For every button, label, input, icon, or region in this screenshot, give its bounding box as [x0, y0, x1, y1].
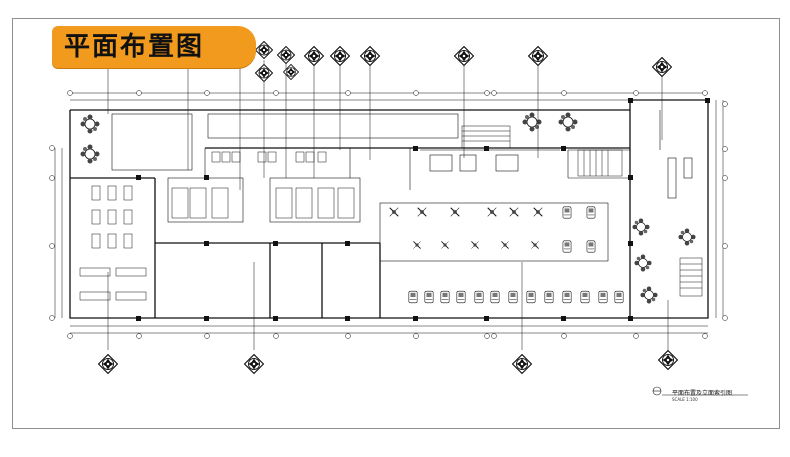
page-title: 平面布置图: [52, 26, 256, 68]
elevation-index-marker-icon: [512, 354, 532, 374]
fitness-machines: [389, 206, 596, 253]
elevation-index-marker-icon: [255, 64, 273, 82]
drawing-frame: [12, 18, 780, 429]
stair-icon: [461, 125, 703, 297]
reception-counter: [659, 110, 693, 199]
elevation-index-marker-icon: [255, 41, 273, 59]
elevation-index-marker-icon: [330, 46, 350, 66]
caption-symbol: [652, 386, 748, 396]
axis-grid: [54, 92, 724, 334]
axis-bubbles: [49, 90, 728, 339]
elevation-index-marker-icon: [98, 354, 118, 374]
index-leader-lines: [107, 54, 669, 350]
elevation-index-marker-icon: [283, 64, 299, 80]
elevation-index-marker-icon: [454, 46, 474, 66]
walls: [69, 99, 709, 319]
elevation-index-marker-icon: [528, 46, 548, 66]
drawing-scale: SCALE 1:100: [672, 397, 698, 402]
elevation-index-marker-icon: [652, 57, 672, 77]
interior-partitions: [111, 113, 630, 262]
elevation-index-marker-icon: [277, 46, 295, 64]
restroom-fixtures: [171, 151, 355, 219]
elevation-index-marker-icon: [658, 350, 678, 370]
desk-grid: [79, 185, 147, 301]
treadmill-row: [408, 290, 624, 304]
elevation-index-marker-icon: [360, 46, 380, 66]
elevation-index-marker-icon: [304, 46, 324, 66]
elevation-index-marker-icon: [244, 354, 264, 374]
drawing-caption: 平面布置及立面索引图: [672, 390, 733, 397]
structural-columns: [136, 98, 710, 321]
